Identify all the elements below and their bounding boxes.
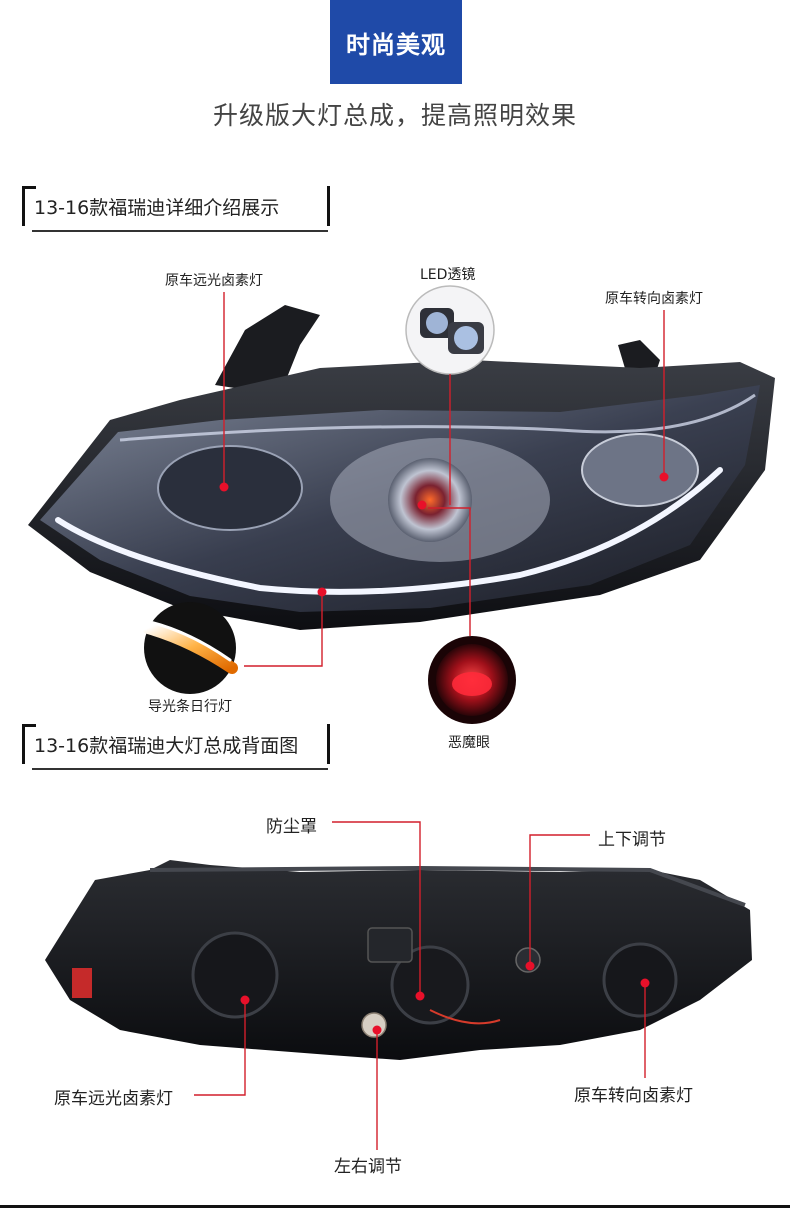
title-bracket-left bbox=[22, 724, 25, 764]
title-bracket-right bbox=[327, 724, 330, 764]
projector-lens bbox=[388, 458, 472, 542]
dust-cap-high-beam bbox=[191, 931, 279, 1019]
warning-sticker bbox=[72, 968, 92, 998]
section1-leader-lines bbox=[223, 292, 665, 667]
header-badge: 时尚美观 bbox=[330, 0, 462, 84]
label-high-beam-back: 原车远光卤素灯 bbox=[54, 1089, 173, 1109]
marker-left-right bbox=[372, 1025, 382, 1035]
label-demon-eye: 恶魔眼 bbox=[448, 735, 490, 751]
section1-title: 13-16款福瑞迪详细介绍展示 bbox=[34, 196, 280, 219]
turn-signal-reflector bbox=[581, 433, 699, 507]
led-lens-glass-b bbox=[454, 326, 478, 350]
wiring-harness bbox=[429, 1009, 501, 1025]
section2-leader-lines bbox=[194, 821, 646, 1150]
drl-inset-highlight bbox=[148, 620, 232, 662]
leader-demon-eye bbox=[428, 507, 471, 636]
leader-up-down bbox=[529, 834, 590, 966]
section1-markers bbox=[219, 472, 669, 597]
marker-led-lens bbox=[417, 500, 427, 510]
label-light-guide-drl: 导光条日行灯 bbox=[148, 699, 232, 715]
demon-eye-core bbox=[452, 672, 492, 696]
label-dust-cover: 防尘罩 bbox=[266, 817, 317, 837]
headlight-front-illustration bbox=[28, 285, 775, 724]
back-top-rim bbox=[149, 865, 746, 907]
mount-bracket-left bbox=[215, 305, 320, 395]
dust-cap-center bbox=[390, 945, 470, 1025]
drl-inset-glow bbox=[142, 622, 238, 674]
label-up-down-adjust: 上下调节 bbox=[598, 830, 666, 850]
label-turn-signal-back: 原车转向卤素灯 bbox=[574, 1086, 693, 1106]
title-underline bbox=[32, 768, 328, 770]
section2-title-box: 13-16款福瑞迪大灯总成背面图 bbox=[22, 724, 330, 770]
title-bracket-top bbox=[22, 186, 36, 189]
title-bracket-top bbox=[22, 724, 36, 727]
bottom-divider bbox=[0, 1205, 790, 1208]
marker-turn-signal-back bbox=[640, 978, 650, 988]
label-high-beam-front: 原车远光卤素灯 bbox=[165, 273, 263, 289]
header-subtitle: 升级版大灯总成，提高照明效果 bbox=[212, 101, 577, 130]
leader-dust-cover bbox=[332, 821, 421, 996]
title-bracket-left bbox=[22, 186, 25, 226]
section2-markers bbox=[240, 961, 650, 1035]
title-underline bbox=[32, 230, 328, 232]
title-bracket-right bbox=[327, 186, 330, 226]
label-turn-signal-front: 原车转向卤素灯 bbox=[605, 291, 703, 307]
section2-title: 13-16款福瑞迪大灯总成背面图 bbox=[34, 734, 299, 757]
label-led-lens: LED透镜 bbox=[420, 267, 476, 283]
marker-dust-cover bbox=[415, 991, 425, 1001]
marker-up-down bbox=[525, 961, 535, 971]
adjuster-left-right bbox=[361, 1012, 387, 1038]
label-left-right-adjust: 左右调节 bbox=[334, 1157, 402, 1177]
leader-drl bbox=[244, 592, 323, 667]
marker-turn-signal bbox=[659, 472, 669, 482]
connector-plug bbox=[367, 927, 413, 963]
high-beam-reflector bbox=[157, 445, 303, 531]
dust-cap-turn bbox=[602, 942, 678, 1018]
drl-upper-strip bbox=[119, 393, 756, 442]
section1-title-box: 13-16款福瑞迪详细介绍展示 bbox=[22, 186, 330, 232]
marker-high-beam bbox=[219, 482, 229, 492]
led-lens-glass-a bbox=[426, 312, 448, 334]
marker-high-beam-back bbox=[240, 995, 250, 1005]
leader-high-beam-back bbox=[194, 1000, 246, 1096]
marker-drl bbox=[317, 587, 327, 597]
drl-light-guide bbox=[55, 467, 723, 595]
